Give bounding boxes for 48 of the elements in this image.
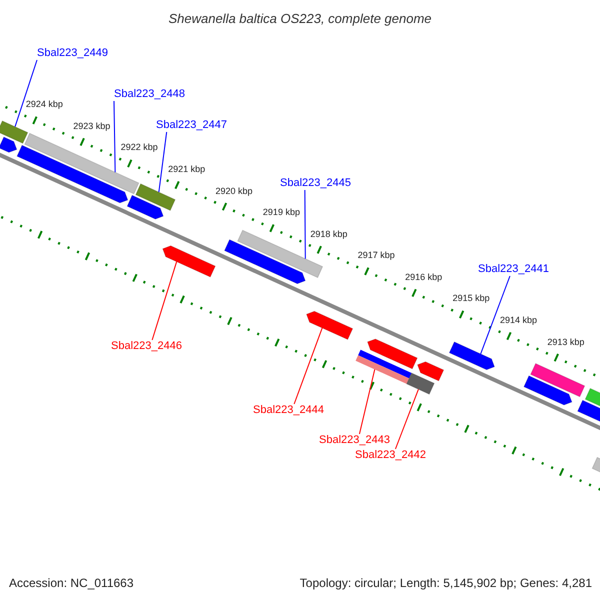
gene-bar (135, 183, 176, 212)
position-label: 2920 kbp (216, 186, 253, 197)
gene-bar (162, 245, 216, 278)
gene-bar (523, 375, 572, 406)
leader-line (394, 388, 419, 450)
position-label: 2922 kbp (120, 142, 158, 154)
leader-line (358, 368, 376, 434)
position-label: 2923 kbp (73, 120, 110, 132)
leader-line (480, 276, 510, 354)
gene-bar (126, 194, 164, 220)
gene-bar (0, 120, 28, 144)
position-label: 2914 kbp (500, 315, 538, 326)
gene-label: Sbal223_2447 (156, 119, 227, 132)
leader-line (158, 132, 168, 193)
position-label: 2924 kbp (26, 99, 63, 110)
position-label: 2913 kbp (547, 336, 584, 348)
gene-label: Sbal223_2441 (478, 263, 549, 276)
gene-bar (366, 338, 418, 370)
map-title: Shewanella baltica OS223, complete genome (168, 10, 432, 28)
genome-info-label: Topology: circular; Length: 5,145,902 bp; Genes: 4,281 (300, 575, 592, 592)
position-label: 2915 kbp (452, 293, 490, 304)
gene-bar (24, 132, 140, 194)
gene-label: Sbal223_2442 (355, 449, 426, 462)
position-label: 2919 kbp (262, 207, 300, 218)
leader-line (294, 327, 323, 404)
gene-bar (416, 361, 444, 382)
gene-label: Sbal223_2444 (253, 404, 324, 417)
gene-label: Sbal223_2449 (37, 47, 108, 60)
leader-line (304, 190, 306, 260)
leader-line (152, 261, 178, 340)
gene-label: Sbal223_2446 (111, 340, 182, 353)
gene-bar (0, 136, 18, 153)
position-label: 2917 kbp (358, 250, 395, 262)
gene-label: Sbal223_2448 (114, 88, 185, 101)
gene-label: Sbal223_2445 (280, 177, 351, 190)
accession-label: Accession: NC_011663 (9, 575, 134, 592)
gene-bar (306, 310, 354, 340)
leader-line (14, 60, 38, 128)
gene-bar (224, 239, 306, 284)
position-label: 2921 kbp (168, 164, 206, 176)
leader-line (114, 100, 116, 173)
position-label: 2916 kbp (405, 272, 442, 283)
gene-bar (356, 350, 412, 384)
gene-label: Sbal223_2443 (319, 434, 390, 447)
gene-bar (530, 362, 586, 398)
position-label: 2918 kbp (310, 228, 348, 240)
gene-bar (406, 372, 435, 395)
gene-bar (448, 341, 496, 370)
